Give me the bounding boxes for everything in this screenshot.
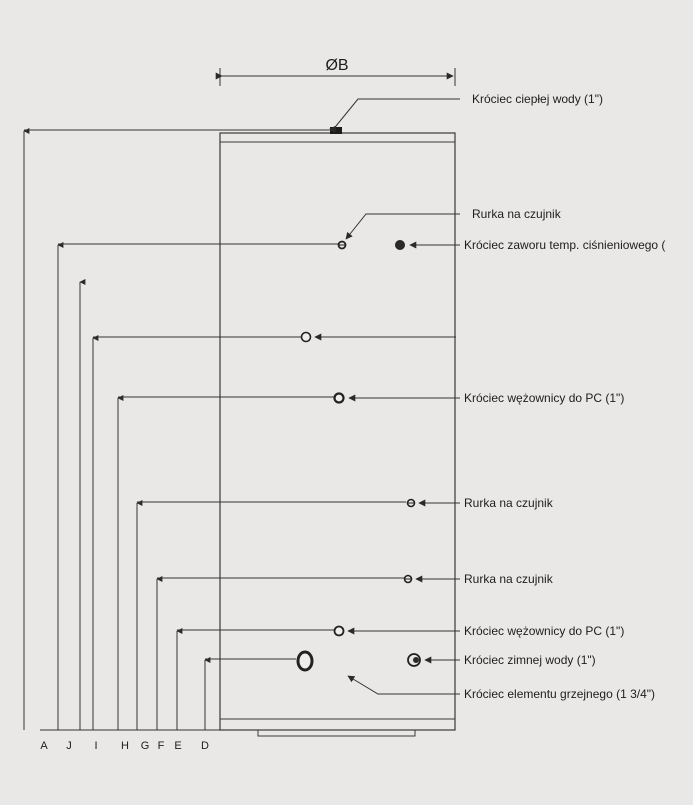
diameter-dimension: ØB (215, 57, 456, 86)
dim-letter-i: I (94, 740, 97, 752)
label-sensor-tube-low: Rurka na czujnik (464, 572, 554, 586)
dim-letter-h: H (121, 740, 129, 752)
label-heating-element: Króciec elementu grzejnego (1 3/4") (464, 687, 655, 701)
callout-labels: Króciec ciepłej wody (1") Rurka na czujn… (464, 92, 665, 701)
label-coil-lower: Króciec wężownicy do PC (1") (464, 624, 624, 638)
label-sensor-tube-mid: Rurka na czujnik (464, 496, 554, 510)
diameter-label: ØB (325, 57, 348, 74)
dim-letter-e: E (174, 740, 181, 752)
tank-body (219, 127, 456, 737)
mid-connection-symbol (300, 331, 312, 343)
dim-letter-a: A (40, 740, 48, 752)
sensor-tube-top-symbol (337, 240, 347, 250)
connections (296, 240, 421, 672)
dim-letter-j: J (66, 740, 72, 752)
dim-letter-g: G (141, 740, 150, 752)
dim-letter-d: D (201, 740, 209, 752)
coil-upper-symbol (333, 392, 345, 404)
height-dimensions (23, 128, 406, 730)
cold-water-symbol (407, 653, 421, 667)
tp-valve-symbol (395, 240, 405, 250)
label-temp-pressure-valve: Króciec zaworu temp. ciśnieniowego ( (464, 238, 665, 252)
dim-letter-f: F (158, 740, 165, 752)
leader-lines (314, 98, 460, 695)
heating-element-symbol (296, 650, 314, 672)
label-cold-water: Króciec zimnej wody (1") (464, 653, 596, 667)
label-coil-upper: Króciec wężownicy do PC (1") (464, 391, 624, 405)
label-hot-water: Króciec ciepłej wody (1") (472, 92, 603, 106)
sensor-tube-low-symbol (403, 574, 413, 584)
coil-lower-symbol (333, 625, 345, 637)
dimension-letters: A J I H G F E D (40, 740, 209, 752)
label-sensor-tube-top: Rurka na czujnik (472, 207, 562, 221)
sensor-tube-mid-symbol (406, 498, 416, 508)
